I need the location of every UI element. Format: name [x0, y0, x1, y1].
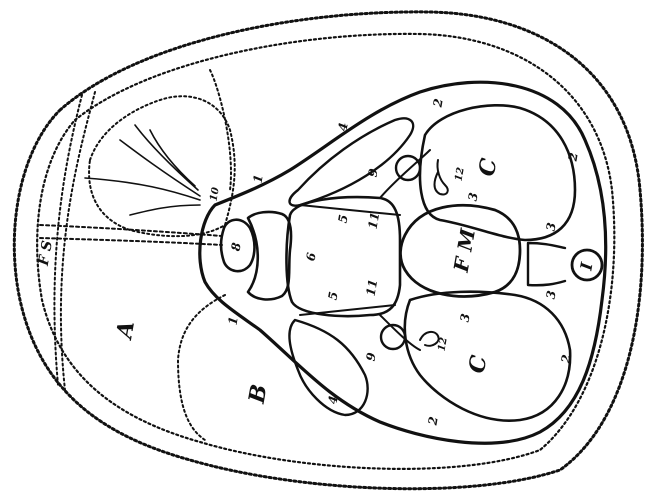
anterior-fossa-division	[210, 70, 231, 190]
label-4-top: 4	[336, 122, 351, 133]
lower-nerve-loop	[420, 332, 439, 346]
label-3-a: 3	[466, 192, 481, 203]
frontal-sinus-outline	[61, 92, 95, 390]
label-8: 8	[229, 241, 244, 252]
label-12-top: 12	[454, 167, 467, 183]
label-1-bottom: 1	[226, 316, 241, 327]
occipital-notch	[528, 243, 565, 285]
upper-jugular-foramen	[396, 156, 420, 180]
outer-skull-outline	[14, 12, 642, 489]
label-5-a: 5	[336, 214, 351, 225]
label-B: B	[244, 382, 273, 406]
label-11-a: 11	[366, 211, 383, 230]
lower-cerebellar-fossa	[405, 292, 570, 421]
label-3-c: 3	[544, 290, 559, 301]
label-3-d: 3	[458, 313, 473, 324]
label-11-b: 11	[364, 278, 381, 297]
label-2-c: 2	[558, 354, 573, 366]
upper-nerve-loop	[435, 160, 448, 194]
label-2-b: 2	[565, 152, 580, 164]
label-5-b: 5	[326, 291, 341, 302]
label-1-right: I	[576, 260, 596, 272]
label-6: 6	[304, 251, 319, 262]
label-A: A	[111, 319, 140, 342]
label-1-top: 1	[251, 174, 266, 185]
upper-petrous-band	[290, 118, 414, 205]
middle-fossa-division	[178, 295, 225, 440]
label-FS: F S	[36, 239, 56, 267]
label-2-a: 2	[430, 98, 445, 110]
label-9-bottom: 9	[364, 351, 379, 362]
label-C-bottom: C	[464, 353, 493, 375]
label-C-top: C	[474, 156, 503, 178]
label-12-bottom: 12	[437, 337, 450, 353]
label-2-d: 2	[425, 416, 440, 428]
label-4-bottom: 4	[326, 395, 341, 406]
label-FM: F M	[449, 226, 480, 275]
olfactory-region	[89, 96, 235, 236]
label-3-b: 3	[544, 222, 559, 233]
label-10: 10	[209, 187, 222, 203]
